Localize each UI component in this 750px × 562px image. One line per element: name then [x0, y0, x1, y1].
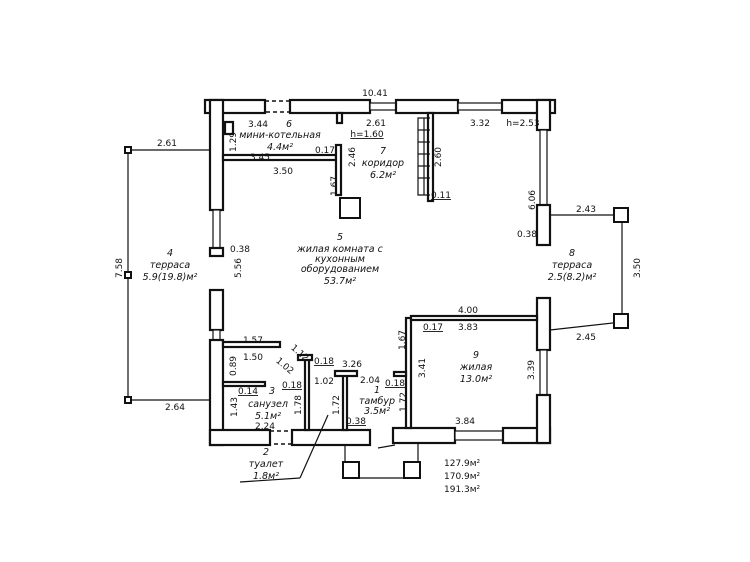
room-5-number: 5: [337, 232, 343, 243]
dim: 5.56: [234, 258, 244, 278]
room-4-area: 5.9(19.8)м²: [143, 272, 198, 283]
entrance-porch: [342, 442, 421, 479]
room-8-area: 2.5(8.2)м²: [548, 272, 597, 283]
dim: 0.18: [314, 357, 334, 367]
dim: 0.89: [229, 356, 239, 376]
column: [613, 207, 629, 223]
area-totals: 127.9м² 170.9м² 191.3м²: [444, 459, 481, 495]
dim: 3.39: [527, 360, 537, 380]
dim: 0.38: [346, 417, 366, 427]
room-labels: 1 тамбур 3.5м² 2 туалет 1.8м² 3 санузел …: [143, 119, 597, 482]
dim: 0.14: [238, 387, 258, 397]
dim: 3.44: [248, 120, 268, 130]
dim: 6.06: [528, 190, 538, 210]
dim: 1.57: [243, 336, 263, 346]
dim: 1.67: [398, 330, 408, 350]
dim: 1.72: [399, 392, 409, 412]
room-4-number: 4: [167, 248, 173, 259]
dim: 2.43: [576, 205, 596, 215]
room-1-area: 3.5м²: [364, 406, 390, 417]
dim: 1.02: [273, 356, 295, 377]
column: [124, 146, 132, 154]
room-9-name: жилая: [459, 362, 493, 373]
dim: 2.24: [255, 422, 275, 432]
dim: 1.29: [229, 132, 239, 152]
room-1-number: 1: [374, 385, 380, 396]
room-9-area: 13.0м²: [460, 374, 492, 385]
dim: 3.84: [455, 417, 475, 427]
staircase: [417, 117, 430, 196]
dim: 3.83: [458, 323, 478, 333]
dim: 2.61: [157, 139, 177, 149]
dim: 0.17: [423, 323, 443, 333]
column: [339, 197, 361, 219]
dim: 0.38: [230, 245, 250, 255]
room-3-number: 3: [269, 386, 275, 397]
leader-line: [299, 414, 329, 479]
dim: 0.18: [385, 379, 405, 389]
room-3-name: санузел: [248, 399, 288, 410]
dim: 2.45: [576, 333, 596, 343]
room-4-name: терраса: [150, 260, 190, 271]
dim: 1.78: [294, 395, 304, 415]
room-5-name: кухонным: [315, 254, 365, 265]
dim: 3.50: [633, 258, 643, 278]
room-8-number: 8: [569, 248, 575, 259]
column: [342, 461, 360, 479]
dim: 3.32: [470, 119, 490, 129]
room-7-number: 7: [380, 146, 386, 157]
dim: 3.50: [273, 167, 293, 177]
total-area: 170.9м²: [444, 472, 481, 482]
dim: 0.11: [431, 191, 451, 201]
dim: 10.41: [362, 89, 388, 99]
column: [403, 461, 421, 479]
room-7-area: 6.2м²: [370, 170, 396, 181]
dim: 0.38: [517, 230, 537, 240]
dim: 3.45: [250, 153, 270, 163]
room-5-name: оборудованием: [301, 264, 379, 275]
outer-walls: [203, 98, 557, 447]
room-3-area: 5.1м²: [255, 411, 281, 422]
room-2-number: 2: [263, 447, 269, 458]
room-8-name: терраса: [552, 260, 592, 271]
interior-walls: [221, 111, 539, 432]
dim: 0.18: [282, 381, 302, 391]
room-6-name: мини-котельная: [239, 130, 321, 141]
dim: h=1.60: [350, 130, 384, 140]
room-2-name: туалет: [249, 459, 284, 470]
dim: 1.43: [230, 397, 240, 417]
dim: 2.60: [434, 147, 444, 167]
dim: 0.17: [315, 146, 335, 156]
terrace-8-outline: [549, 207, 629, 331]
total-area: 127.9м²: [444, 459, 481, 469]
terrace-4-outline: [124, 146, 212, 404]
room-1-name: тамбур: [359, 396, 395, 407]
dim: 1.72: [332, 395, 342, 415]
total-area: 191.3м²: [444, 485, 481, 495]
column: [124, 271, 132, 279]
column: [124, 396, 132, 404]
dim: 7.58: [115, 258, 125, 278]
dim: 1.02: [314, 377, 334, 387]
dim: 3.26: [342, 360, 362, 370]
dim: 2.64: [165, 403, 185, 413]
leader-line: [377, 444, 396, 449]
dim: 1.67: [330, 176, 340, 196]
room-5-area: 53.7м²: [324, 276, 356, 287]
column: [613, 313, 629, 329]
dim: 1.50: [243, 353, 263, 363]
dim: 3.41: [418, 358, 428, 378]
dim: 4.00: [458, 306, 478, 316]
room-7-name: коридор: [362, 158, 404, 169]
dim: 2.04: [360, 376, 380, 386]
room-9-number: 9: [473, 350, 479, 361]
leader-line: [239, 477, 301, 483]
dim: 2.61: [366, 119, 386, 129]
dim: h=2.53: [506, 119, 539, 129]
dim: 2.46: [348, 147, 358, 167]
room-6-area: 4.4м²: [267, 142, 293, 153]
room-2-area: 1.8м²: [253, 471, 279, 482]
room-6-number: 6: [286, 119, 292, 130]
room-5-name: жилая комната с: [296, 244, 383, 255]
